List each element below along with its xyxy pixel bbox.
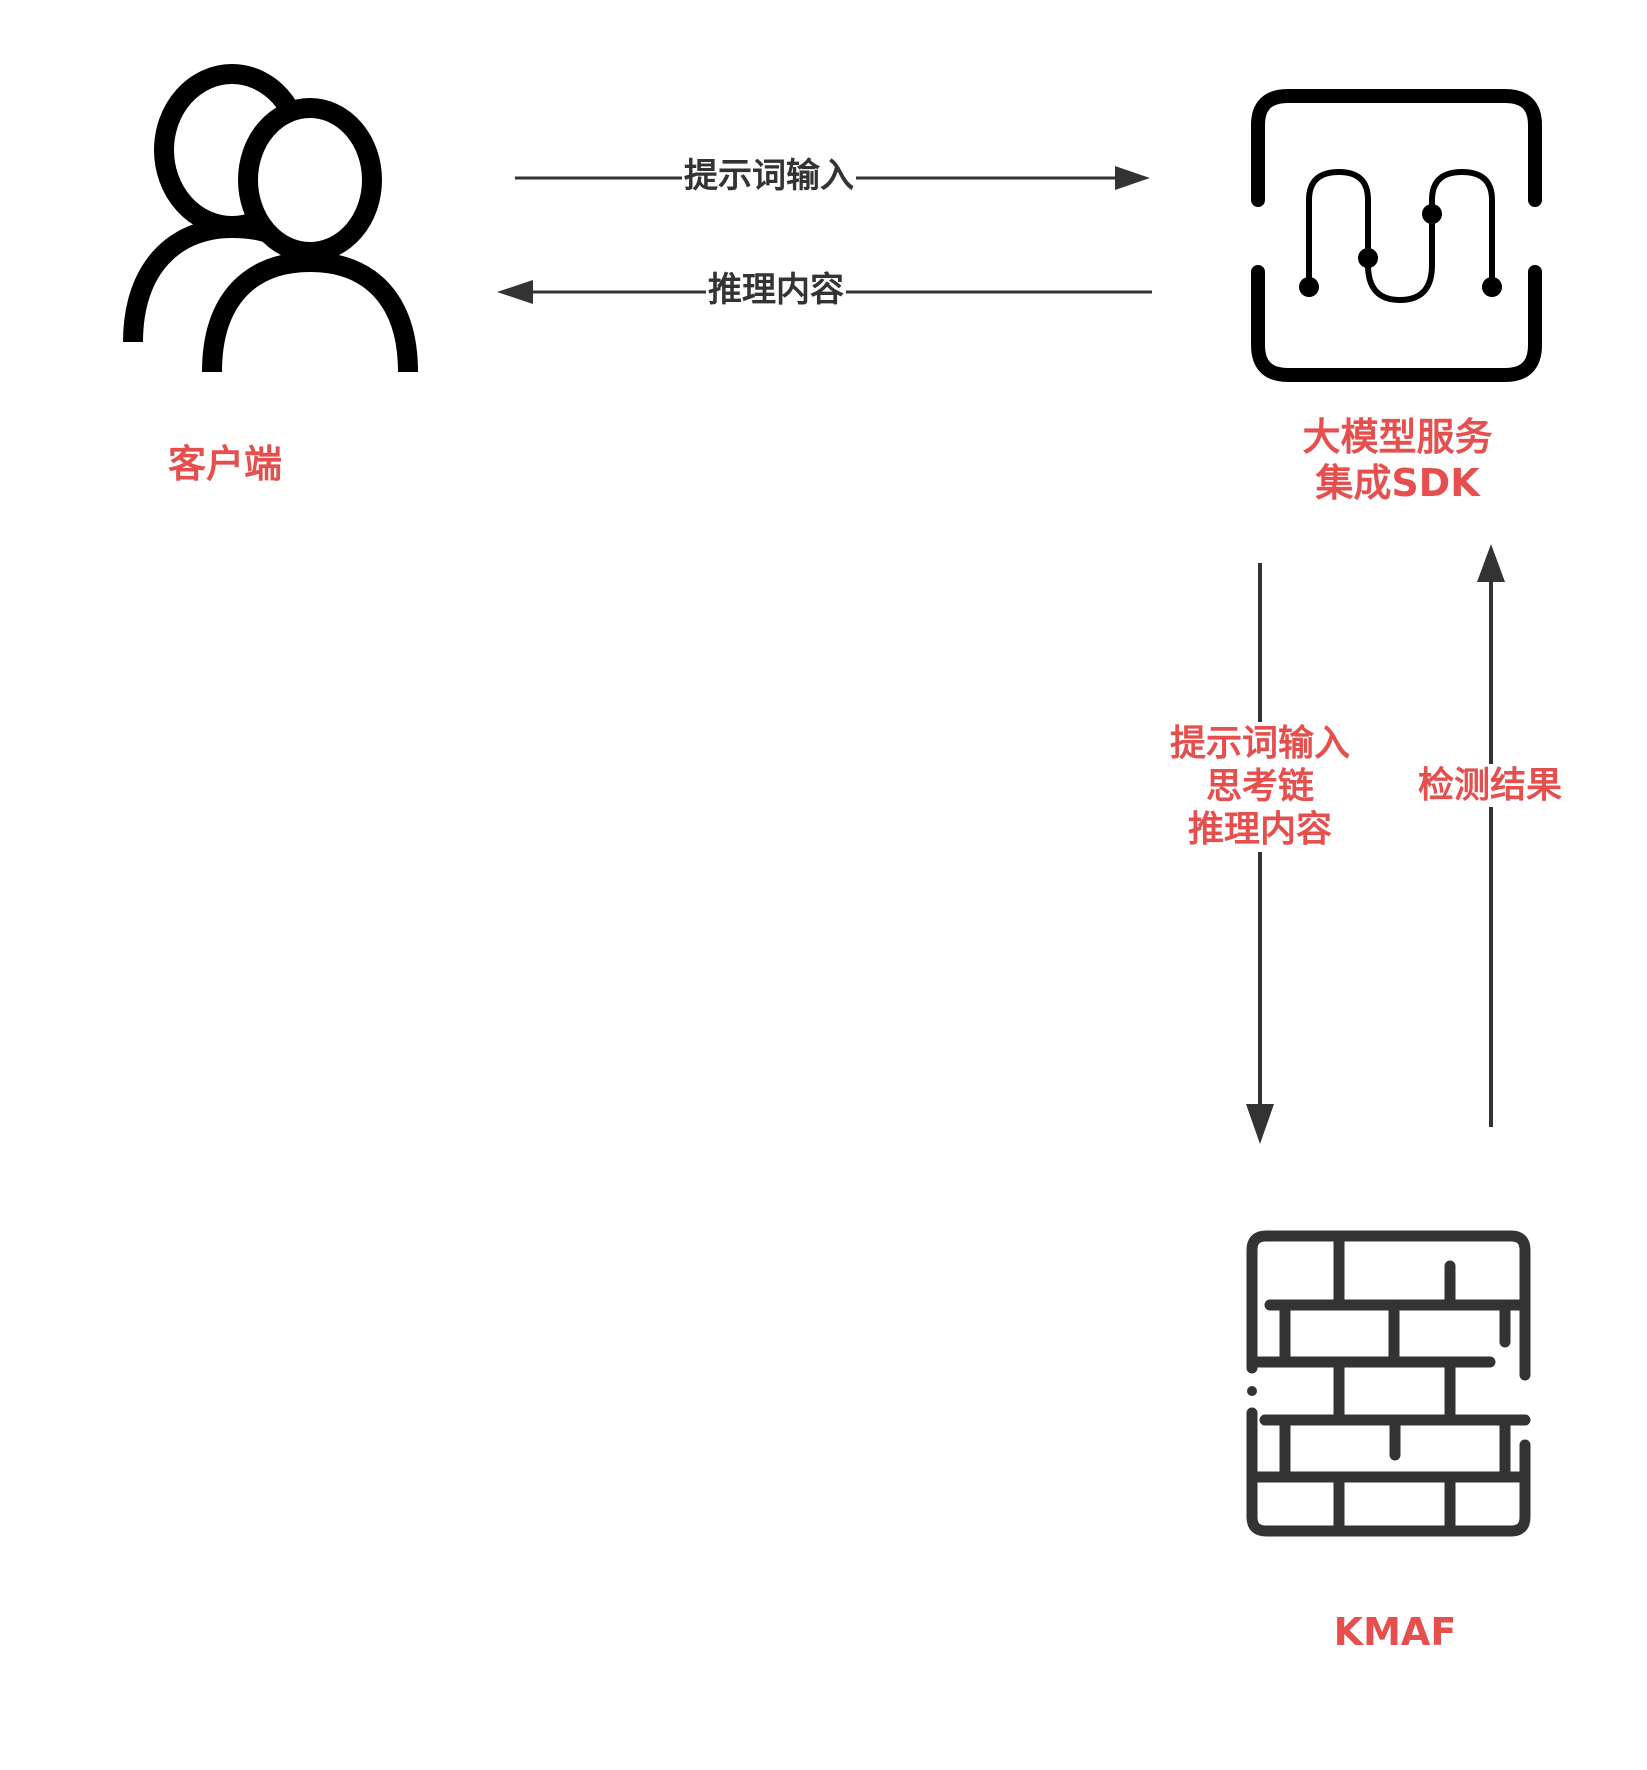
firewall-brick-icon bbox=[1246, 1230, 1531, 1537]
arrow-kmaf-to-sdk bbox=[1477, 544, 1505, 1127]
edge-label-sdk-to-kmaf: 提示词输入 思考链 推理内容 bbox=[1150, 722, 1370, 852]
circuit-chip-icon bbox=[1251, 89, 1542, 382]
sdk-label-line1: 大模型服务 bbox=[1302, 415, 1493, 459]
sdk-label-line2: 集成SDK bbox=[1315, 460, 1480, 505]
edge-label-client-to-sdk: 提示词输入 bbox=[682, 156, 856, 197]
sdk-label: 大模型服务 集成SDK bbox=[1270, 415, 1525, 506]
users-icon bbox=[123, 64, 418, 373]
arrow-sdk-to-kmaf bbox=[1246, 563, 1274, 1144]
edge-label-sdk-to-client: 推理内容 bbox=[706, 270, 846, 311]
kmaf-label: KMAF bbox=[1333, 1610, 1457, 1654]
edge-label-kmaf-to-sdk: 检测结果 bbox=[1395, 764, 1585, 808]
client-label: 客户端 bbox=[167, 442, 282, 486]
